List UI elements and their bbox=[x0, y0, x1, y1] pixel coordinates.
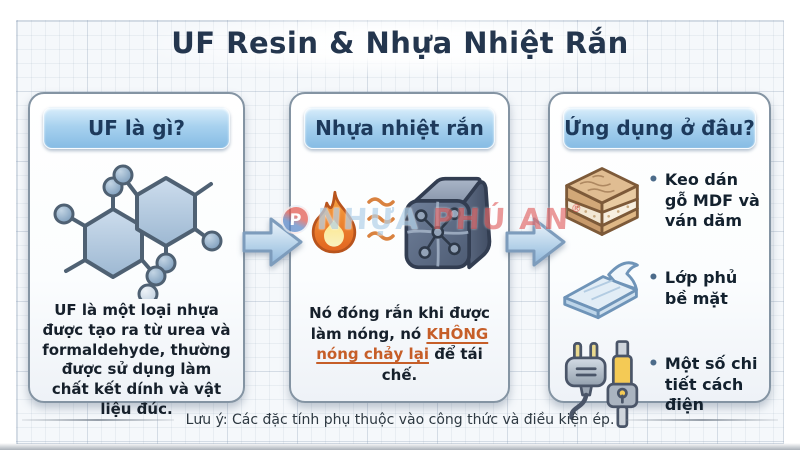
footer-note-text: Lưu ý: Các đặc tính phụ thuộc vào công t… bbox=[185, 412, 615, 428]
laminate-sheet-icon bbox=[556, 255, 648, 323]
thermoset-text-before: Nó đóng rắn khi được làm nóng, nó bbox=[309, 304, 490, 343]
applications-list: • Keo dán gỗ MDF và ván dăm bbox=[550, 157, 769, 437]
panel-what-is-uf: UF là gì? bbox=[28, 92, 245, 418]
polymer-cube-icon bbox=[399, 171, 495, 279]
panel-what-body: UF là một loại nhựa được tạo ra từ urea … bbox=[42, 301, 231, 418]
bullet-marker: • bbox=[648, 169, 659, 190]
heat-waves-icon bbox=[366, 195, 396, 255]
arrow-right-icon bbox=[242, 217, 303, 267]
electric-plug-icon bbox=[556, 337, 648, 433]
panel-thermoset-body: Nó đóng rắn khi được làm nóng, nó KHÔNG … bbox=[291, 277, 508, 386]
bottom-shadow bbox=[0, 443, 800, 450]
list-item-label: • Keo dán gỗ MDF và ván dăm bbox=[648, 169, 760, 231]
list-item-label: • Lớp phủ bề mặt bbox=[648, 268, 738, 308]
footer-note: Lưu ý: Các đặc tính phụ thuộc vào công t… bbox=[22, 412, 778, 428]
list-item-label: • Một số chi tiết cách điện bbox=[648, 353, 758, 415]
arrow-right-icon bbox=[505, 217, 566, 267]
thermoset-text-after: để tái chế. bbox=[381, 345, 483, 385]
panel-applications-header: Ứng dụng ở đâu? bbox=[563, 107, 756, 149]
divider-line bbox=[22, 419, 174, 421]
flame-icon bbox=[305, 185, 363, 265]
panel-thermoset-header: Nhựa nhiệt rắn bbox=[304, 107, 495, 149]
panel-thermoset: Nhựa nhiệt rắn bbox=[289, 92, 510, 403]
list-item-surface-coating: • Lớp phủ bề mặt bbox=[550, 245, 769, 333]
page-title: UF Resin & Nhựa Nhiệt Rắn bbox=[171, 26, 629, 60]
divider-line bbox=[626, 419, 778, 421]
bullet-marker: • bbox=[648, 353, 659, 374]
mdf-board-icon bbox=[556, 162, 648, 240]
panel-applications: Ứng dụng ở đâu? bbox=[548, 92, 771, 428]
molecule-icon bbox=[30, 153, 243, 299]
list-item-electrical: • Một số chi tiết cách điện bbox=[550, 333, 769, 437]
title-glow bbox=[150, 14, 650, 76]
thermoset-text-highlight: KHÔNG nóng chảy lại bbox=[316, 324, 489, 364]
list-item-mdf-glue: • Keo dán gỗ MDF và ván dăm bbox=[550, 157, 769, 245]
panel-what-header: UF là gì? bbox=[43, 107, 230, 149]
bullet-marker: • bbox=[648, 268, 659, 289]
